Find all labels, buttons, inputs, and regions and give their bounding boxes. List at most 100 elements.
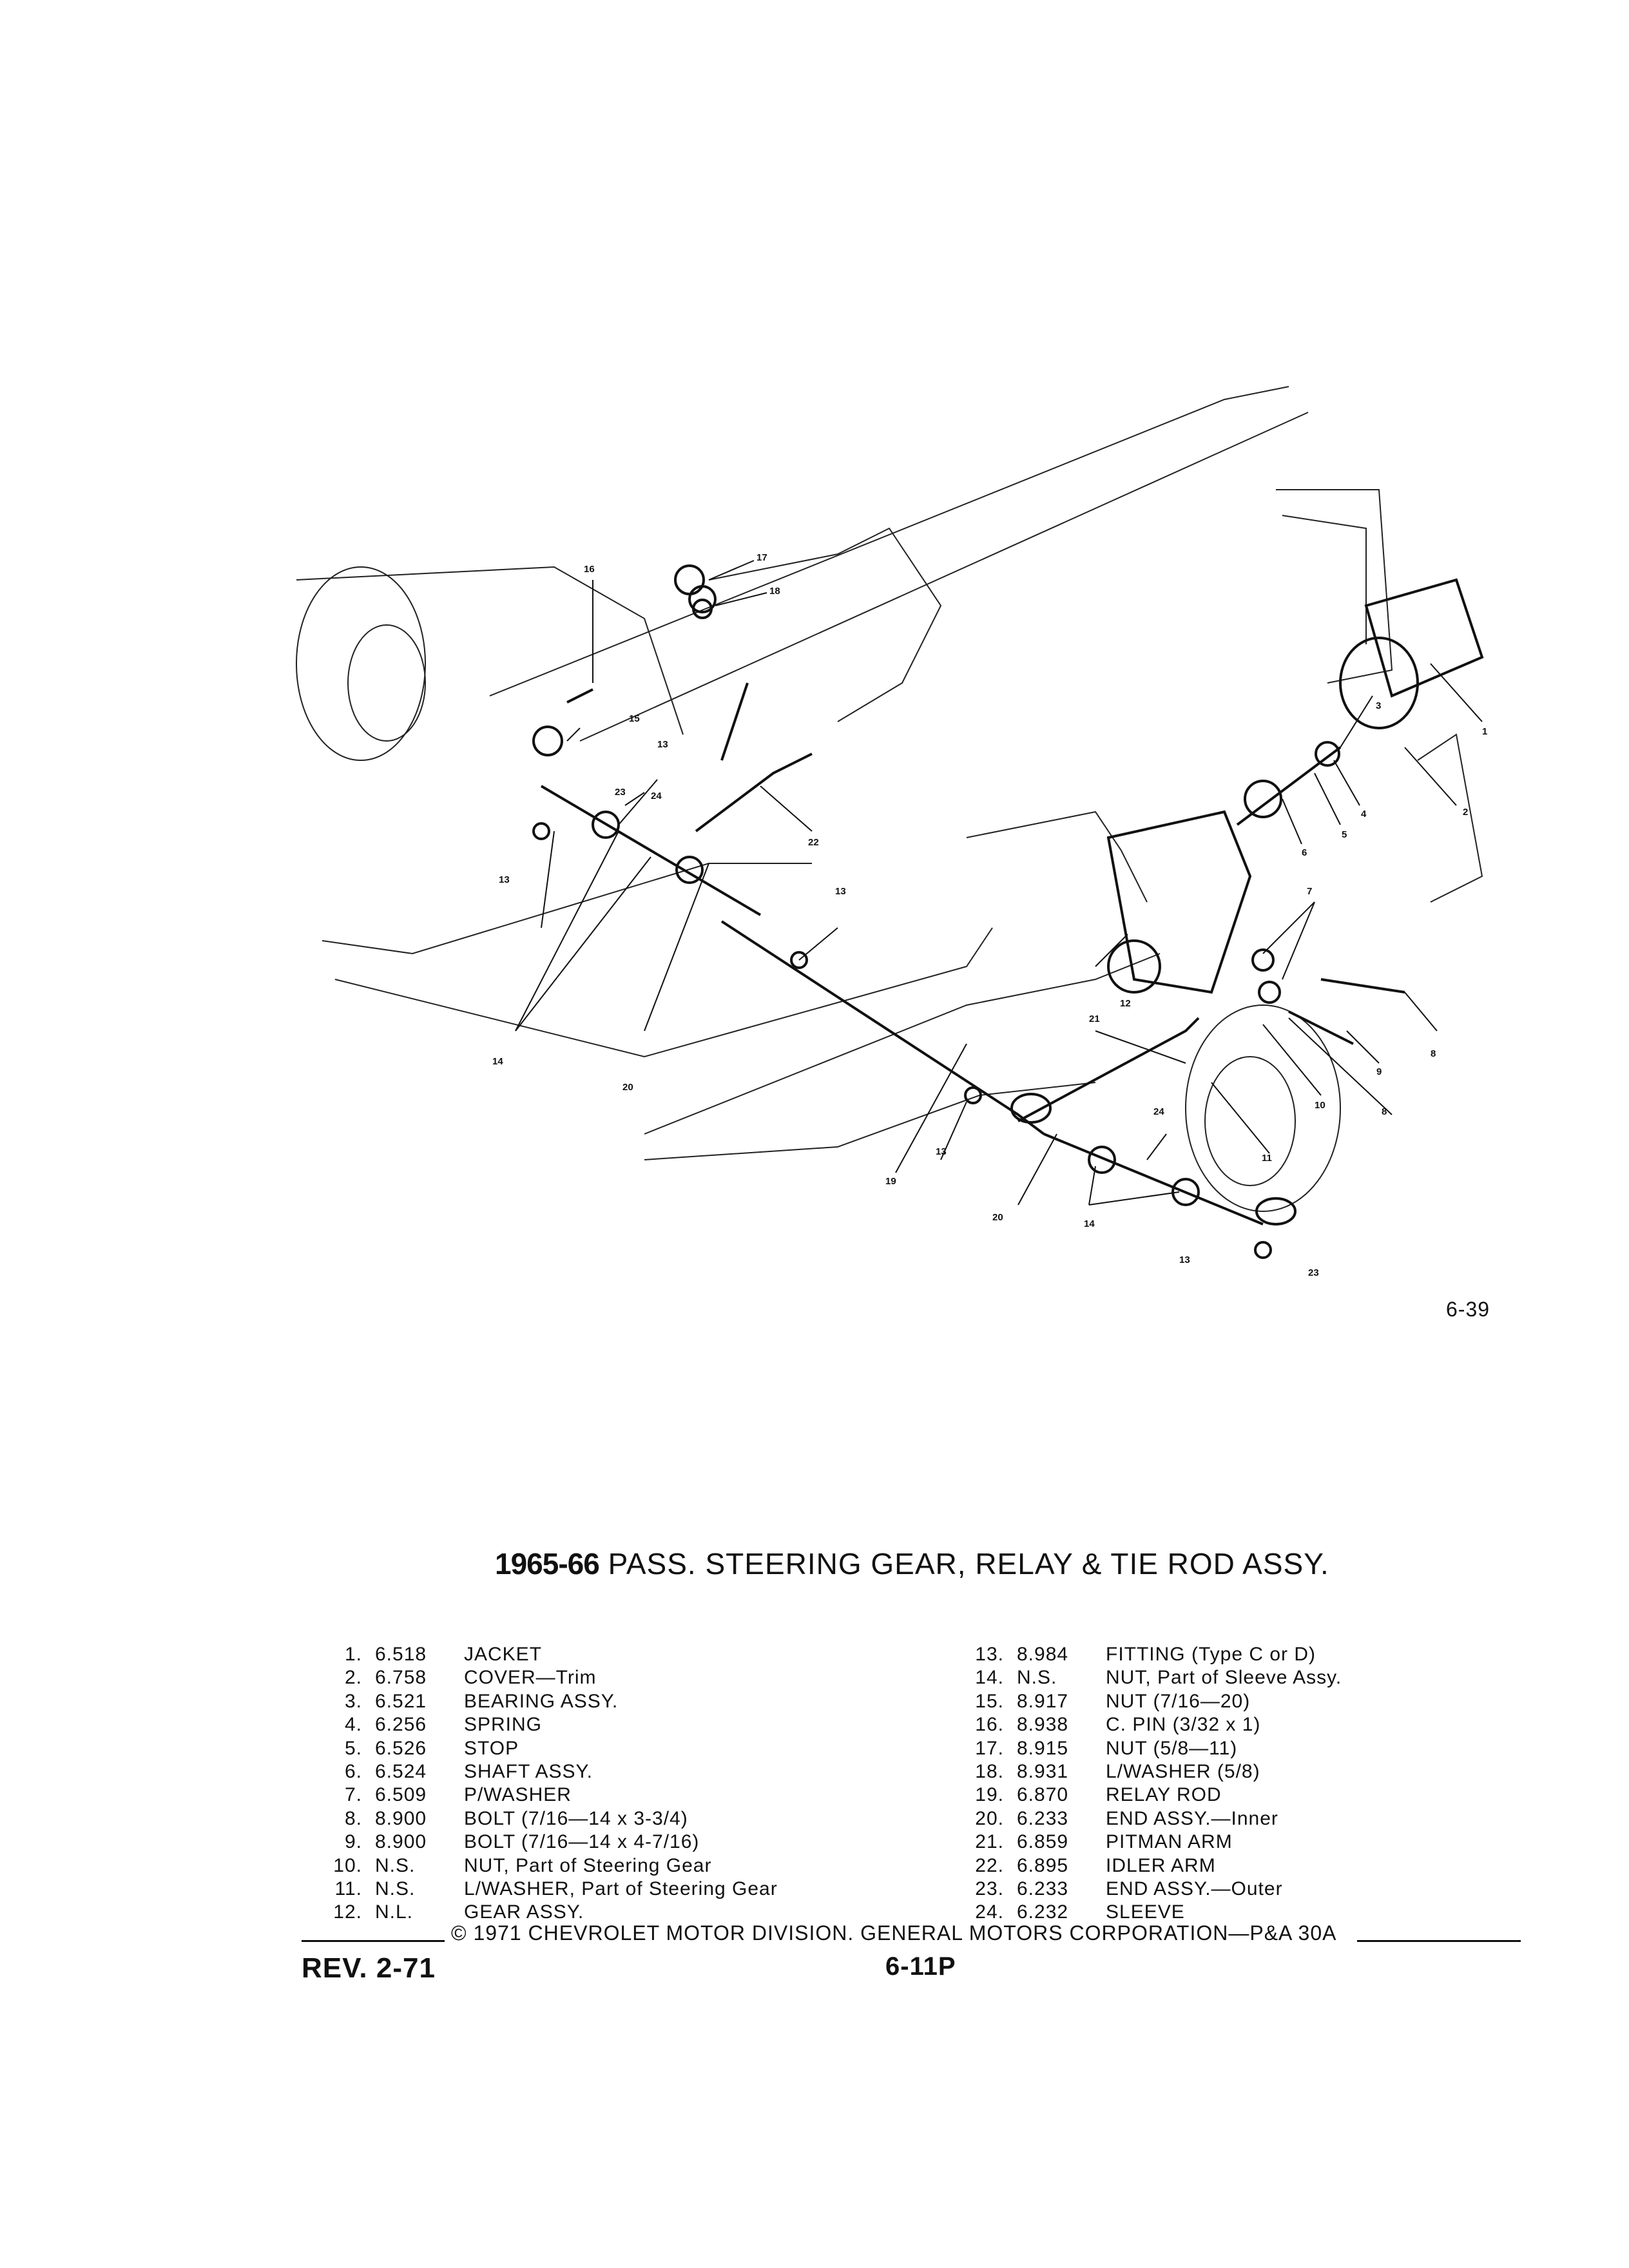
callout-label: 20: [992, 1212, 1003, 1223]
item-number: 13.: [975, 1644, 1004, 1665]
list-item: 12. N.L. GEAR ASSY.: [291, 1901, 778, 1924]
part-description: STOP: [464, 1737, 519, 1759]
callout-label: 3: [1376, 700, 1381, 711]
part-description: END ASSY.—Inner: [1106, 1807, 1278, 1829]
callout-label: 15: [629, 713, 640, 724]
part-description: RELAY ROD: [1106, 1784, 1222, 1806]
part-description: NUT, Part of Steering Gear: [464, 1854, 712, 1876]
part-description: BOLT (7/16—14 x 3-3/4): [464, 1807, 688, 1829]
part-number: 8.900: [375, 1831, 427, 1853]
part-number: 8.917: [1017, 1690, 1069, 1712]
figure-reference: 6-39: [1446, 1298, 1490, 1321]
part-number: 6.526: [375, 1737, 427, 1759]
part-description: NUT (5/8—11): [1106, 1737, 1238, 1759]
callout-label: 16: [584, 564, 595, 575]
title-years: 1965-66: [495, 1547, 600, 1581]
part-number: 6.232: [1017, 1901, 1069, 1923]
item-number: 9.: [344, 1831, 362, 1853]
item-number: 14.: [975, 1667, 1004, 1689]
part-number: 6.518: [375, 1644, 427, 1665]
part-number: 8.931: [1017, 1761, 1069, 1783]
callout-label: 7: [1307, 886, 1312, 897]
part-number: 6.233: [1017, 1807, 1069, 1829]
item-number: 11.: [334, 1878, 362, 1900]
callout-label: 13: [499, 874, 510, 885]
part-number: N.S.: [375, 1854, 416, 1876]
revision-label: REV. 2-71: [302, 1952, 436, 1984]
part-description: C. PIN (3/32 x 1): [1106, 1714, 1261, 1736]
linkage-parts: [532, 564, 1484, 1259]
part-description: END ASSY.—Outer: [1106, 1878, 1283, 1900]
list-item: 9. 8.900 BOLT (7/16—14 x 4-7/16): [291, 1831, 778, 1854]
callout-label: 5: [1342, 829, 1347, 840]
part-number: 6.859: [1017, 1831, 1069, 1853]
part-number: 6.758: [375, 1667, 427, 1689]
title-text: PASS. STEERING GEAR, RELAY & TIE ROD ASS…: [608, 1547, 1329, 1581]
part-number: 6.521: [375, 1690, 427, 1712]
part-number: N.S.: [375, 1878, 416, 1900]
copyright-notice: © 1971 CHEVROLET MOTOR DIVISION. GENERAL…: [451, 1921, 1337, 1945]
callout-label: 24: [651, 791, 662, 802]
callout-label: 24: [1153, 1106, 1164, 1117]
part-number: 6.524: [375, 1761, 427, 1783]
callout-label: 6: [1302, 847, 1307, 858]
part-description: SHAFT ASSY.: [464, 1761, 593, 1783]
part-number: 8.984: [1017, 1644, 1069, 1665]
callout-label: 22: [808, 837, 819, 848]
part-description: NUT (7/16—20): [1106, 1690, 1251, 1712]
frame-outline: [296, 386, 1483, 1212]
part-number: 8.938: [1017, 1714, 1069, 1736]
item-number: 12.: [333, 1901, 362, 1923]
callout-label: 8: [1431, 1048, 1436, 1059]
item-number: 19.: [975, 1784, 1004, 1806]
part-description: FITTING (Type C or D): [1106, 1644, 1316, 1665]
footer-rule-left: [302, 1940, 445, 1942]
part-description: PITMAN ARM: [1106, 1831, 1233, 1853]
callout-label: 13: [936, 1146, 947, 1157]
callout-labels: 1 2 3 4 5 6 7 8 8 9 10 11 12 13 13 13 13…: [492, 552, 1487, 1278]
part-description: COVER—Trim: [464, 1667, 597, 1689]
item-number: 7.: [344, 1784, 362, 1806]
callout-label: 10: [1315, 1100, 1325, 1111]
item-number: 8.: [344, 1807, 362, 1829]
callout-label: 1: [1482, 726, 1487, 737]
leader-lines: [515, 560, 1483, 1206]
list-item: 2. 6.758 COVER—Trim: [291, 1666, 778, 1689]
callout-label: 14: [492, 1056, 503, 1067]
callout-label: 23: [615, 787, 626, 798]
part-description: GEAR ASSY.: [464, 1901, 584, 1923]
callout-label: 19: [885, 1176, 896, 1187]
item-number: 23.: [975, 1878, 1004, 1900]
item-number: 10.: [333, 1854, 362, 1876]
part-number: N.L.: [375, 1901, 414, 1923]
item-number: 2.: [344, 1667, 362, 1689]
list-item: 11.N.S.L/WASHER, Part of Steering Gear: [291, 1878, 778, 1901]
item-number: 5.: [344, 1737, 362, 1759]
part-description: BOLT (7/16—14 x 4-7/16): [464, 1831, 700, 1853]
callout-label: 4: [1361, 809, 1367, 820]
item-number: 4.: [344, 1714, 362, 1736]
list-item: 5. 6.526 STOP: [291, 1737, 778, 1760]
part-description: SLEEVE: [1106, 1901, 1185, 1923]
callout-label: 13: [657, 739, 668, 750]
part-description: JACKET: [464, 1644, 543, 1665]
page-number: 6-11P: [885, 1952, 956, 1981]
part-number: N.S.: [1017, 1667, 1057, 1689]
steering-linkage-diagram: 1 2 3 4 5 6 7 8 8 9 10 11 12 13 13 13 13…: [296, 386, 1487, 1278]
part-number: 6.509: [375, 1784, 427, 1806]
footer-rule-right: [1357, 1940, 1521, 1942]
part-number: 8.915: [1017, 1737, 1069, 1759]
item-number: 24.: [975, 1901, 1004, 1923]
list-item: 13. 8.984 FITTING (Type C or D): [933, 1643, 1342, 1666]
callout-label: 11: [1262, 1153, 1272, 1164]
